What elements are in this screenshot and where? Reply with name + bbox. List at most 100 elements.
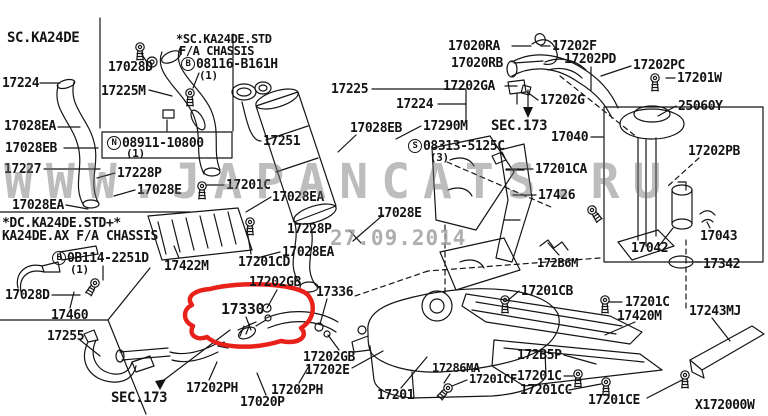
part-label: 17201CC: [520, 384, 572, 397]
catalytic-converter-17225: [255, 88, 337, 293]
part-label: 17286MA: [432, 362, 480, 374]
part-label: 17202GB: [249, 276, 301, 289]
part-label: 17202E: [305, 364, 350, 377]
part-label-text: 17224: [2, 76, 40, 91]
tank-protector-172B5P: [491, 339, 663, 387]
part-label: 25060Y: [678, 100, 723, 113]
highlight-circle-17330: [182, 281, 315, 349]
part-label-text: 17028EA: [12, 198, 64, 213]
part-label: 17028EA: [282, 246, 334, 259]
part-label: 17225: [331, 82, 369, 97]
bolt-icons: [84, 42, 690, 402]
part-label-text: 25060Y: [678, 99, 723, 114]
section-ref-text: SEC.173: [111, 390, 168, 406]
part-label: 17460: [51, 309, 89, 322]
part-label: 17201CF: [469, 373, 517, 385]
part-label-text: 17227: [4, 162, 42, 177]
bracket-172B6M: [539, 239, 569, 251]
part-label-text: 17020P: [240, 395, 285, 410]
engine-note: F/A CHASSIS: [179, 45, 254, 57]
part-label: 17202PC: [633, 59, 685, 72]
circled-n-prefix-icon: N: [107, 136, 121, 150]
hardware-callout-text: 0B114-2251D: [67, 250, 149, 266]
part-label: 17342: [703, 258, 741, 271]
part-label: 17330: [221, 302, 265, 317]
engine-note: KA24DE.AX F/A CHASSIS: [2, 230, 158, 243]
diagram-code: X172000W: [695, 398, 755, 413]
part-label: 17201CB: [521, 285, 573, 298]
part-label-text: 17202PD: [564, 52, 616, 67]
part-label: 17202GB: [303, 351, 355, 364]
part-label-text: 17286MA: [432, 361, 480, 375]
bracket-17201CA: [491, 151, 507, 165]
engine-note: SC.KA24DE: [7, 31, 80, 45]
part-label-text: 17020RB: [451, 56, 503, 71]
hardware-callout-text: (1): [70, 263, 89, 276]
part-label: 17028E: [377, 207, 422, 220]
part-label: 17243MJ: [689, 305, 741, 318]
part-label-text: 17225M: [101, 84, 146, 99]
part-label-text: 17201C: [517, 369, 562, 384]
protector-bar-17243MJ: [689, 325, 765, 379]
part-label: 17202F: [552, 40, 597, 53]
part-label-text: 17202PC: [633, 58, 685, 73]
fuel-pump-17042: [671, 181, 693, 230]
part-label-text: 17028EA: [272, 190, 324, 205]
part-label: 17201CE: [588, 394, 640, 407]
hardware-callout: (1): [126, 148, 145, 159]
part-label: 17020RA: [448, 40, 500, 53]
hardware-callout-text: 08911-10800: [122, 135, 204, 151]
part-label: 17227: [4, 162, 42, 177]
hardware-callout-text: 08116-B161H: [196, 56, 278, 72]
part-label: 17040: [551, 131, 589, 144]
circled-b-prefix-icon: B: [52, 251, 66, 265]
part-label: 17202PH: [186, 382, 238, 395]
part-label: 17028D: [108, 61, 153, 74]
section-divider-lines: [0, 17, 467, 415]
part-label-text: 17201CB: [521, 284, 573, 299]
part-label: 17201C: [226, 179, 271, 192]
part-label: 17028EB: [350, 122, 402, 135]
part-label-text: 17201CD: [238, 255, 290, 270]
engine-note: *DC.KA24DE.STD+*: [2, 217, 121, 230]
section-ref-text: SEC.173: [491, 118, 548, 134]
exhaust-gasket-17251: [231, 81, 272, 101]
part-label: 17202G: [540, 94, 585, 107]
clip-17043: [699, 210, 716, 223]
dashed-lines: [351, 75, 700, 309]
skid-plate-17420M: [461, 293, 643, 345]
part-label-text: 17255: [47, 329, 85, 344]
part-label-text: 17426: [538, 188, 576, 203]
part-label: 17028E: [137, 184, 182, 197]
part-label: 17202PH: [271, 384, 323, 397]
part-label: 17201C: [517, 370, 562, 383]
part-label: 17336: [316, 286, 354, 299]
part-label: 17202PB: [688, 145, 740, 158]
part-label-text: 17224: [396, 97, 434, 112]
part-label-text: 17201CE: [588, 393, 640, 408]
part-label-text: 17202PB: [688, 144, 740, 159]
hardware-callout: (1): [199, 70, 218, 81]
part-label: 17251: [263, 135, 301, 148]
leader-lines: [39, 45, 731, 399]
part-label: 17422M: [164, 260, 209, 273]
part-label-text: 172B6M: [537, 256, 578, 270]
sec-arrowheads: [155, 107, 533, 390]
part-label-text: 17202GA: [443, 79, 495, 94]
part-label: 172B6M: [537, 257, 578, 269]
part-label: 17201CD: [238, 256, 290, 269]
part-label-text: 17028EB: [5, 141, 57, 156]
circled-s-prefix-icon: S: [408, 139, 422, 153]
part-label: 17028EB: [5, 142, 57, 155]
part-label: 17028EA: [272, 191, 324, 204]
diagram-code-text: X172000W: [695, 398, 755, 413]
part-label: 17201C: [625, 296, 670, 309]
part-label: 17224: [396, 97, 434, 112]
part-label-text: 17225: [331, 82, 369, 97]
part-label: 17420M: [617, 310, 662, 323]
part-label-text: 17202PH: [271, 383, 323, 398]
